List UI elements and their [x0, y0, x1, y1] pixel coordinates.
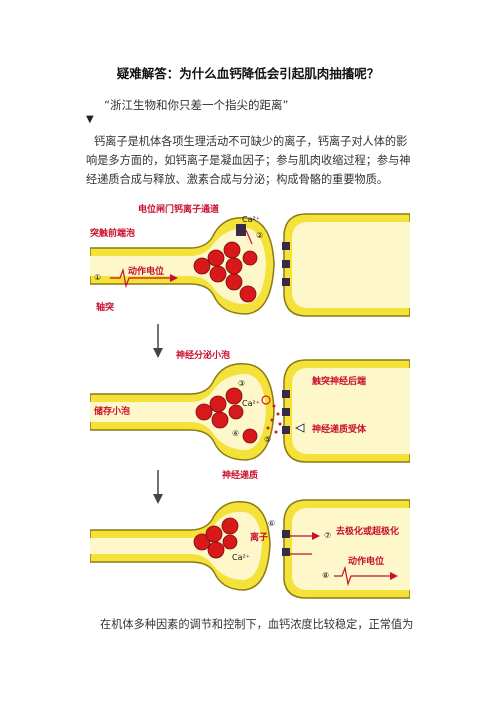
step-2-marker: ② — [256, 231, 263, 240]
calcium-label-2: Ca²⁺ — [242, 399, 260, 408]
down-triangle-icon: ▼ — [86, 114, 94, 125]
step-6-marker: ⑥ — [268, 519, 275, 528]
step-7-marker: ⑦ — [324, 531, 331, 540]
neurotransmitter-release — [261, 395, 282, 434]
label-secretory-vesicle: 神经分泌小泡 — [176, 349, 230, 361]
label-action-potential-1: 动作电位 — [128, 265, 164, 277]
label-presynaptic-vesicle: 突触前端泡 — [90, 227, 135, 239]
vesicle-cluster-1 — [193, 241, 258, 303]
step-4-marker: ④ — [232, 429, 239, 438]
label-postsynaptic: 触突神经后端 — [311, 375, 366, 387]
calcium-label-3: Ca²⁺ — [232, 553, 250, 562]
step-5-marker: ⑤ — [264, 435, 271, 444]
vesicle-cluster-2 — [195, 387, 258, 444]
label-calcium-channel: 电位闸门钙离子通道 — [138, 203, 219, 215]
label-neurotransmitter: 神经递质 — [222, 469, 258, 481]
label-axon: 轴突 — [96, 301, 114, 313]
vesicle-cluster-3 — [193, 517, 239, 559]
step-3-marker: ③ — [238, 379, 245, 388]
label-storage-vesicle: 储存小泡 — [94, 405, 130, 417]
article-title: 疑难解答：为什么血钙降低会引起肌肉抽搐呢？ — [116, 66, 380, 81]
label-ion: 离子 — [250, 531, 268, 543]
article-quote: “浙江生物和你只差一个指尖的距离” — [104, 98, 289, 112]
synapse-diagram: 电位闸门钙离子通道 突触前端泡 动作电位 轴突 Ca²⁺ ① ② — [90, 203, 410, 599]
article-bottom-text: 在机体多种因素的调节和控制下，血钙浓度比较稳定，正常值为 — [100, 618, 414, 631]
paragraph-text: 钙离子是机体各项生理活动不可缺少的离子，钙离子对人体的影响是多方面的，如钙离子是… — [86, 135, 411, 186]
down-arrow-2 — [153, 470, 163, 504]
panel-3: 离子 去极化或超极化 动作电位 Ca²⁺ ⑥ ⑦ ⑧ — [90, 499, 410, 599]
panel-2: 神经分泌小泡 储存小泡 触突神经后端 神经递质受体 神经递质 Ca²⁺ ③ ④ … — [90, 349, 410, 481]
calcium-label-1: Ca²⁺ — [242, 215, 260, 224]
step-1-marker: ① — [94, 273, 101, 282]
calcium-channel — [236, 224, 246, 236]
label-receptor: 神经递质受体 — [312, 423, 367, 435]
panel-1: 电位闸门钙离子通道 突触前端泡 动作电位 轴突 Ca²⁺ ① ② — [90, 203, 410, 317]
down-arrow-1 — [153, 324, 163, 358]
label-depolarize: 去极化或超极化 — [336, 525, 399, 537]
label-action-potential-3: 动作电位 — [348, 555, 384, 567]
article-paragraph: 钙离子是机体各项生理活动不可缺少的离子，钙离子对人体的影响是多方面的，如钙离子是… — [86, 132, 416, 189]
step-8-marker: ⑧ — [322, 571, 329, 580]
